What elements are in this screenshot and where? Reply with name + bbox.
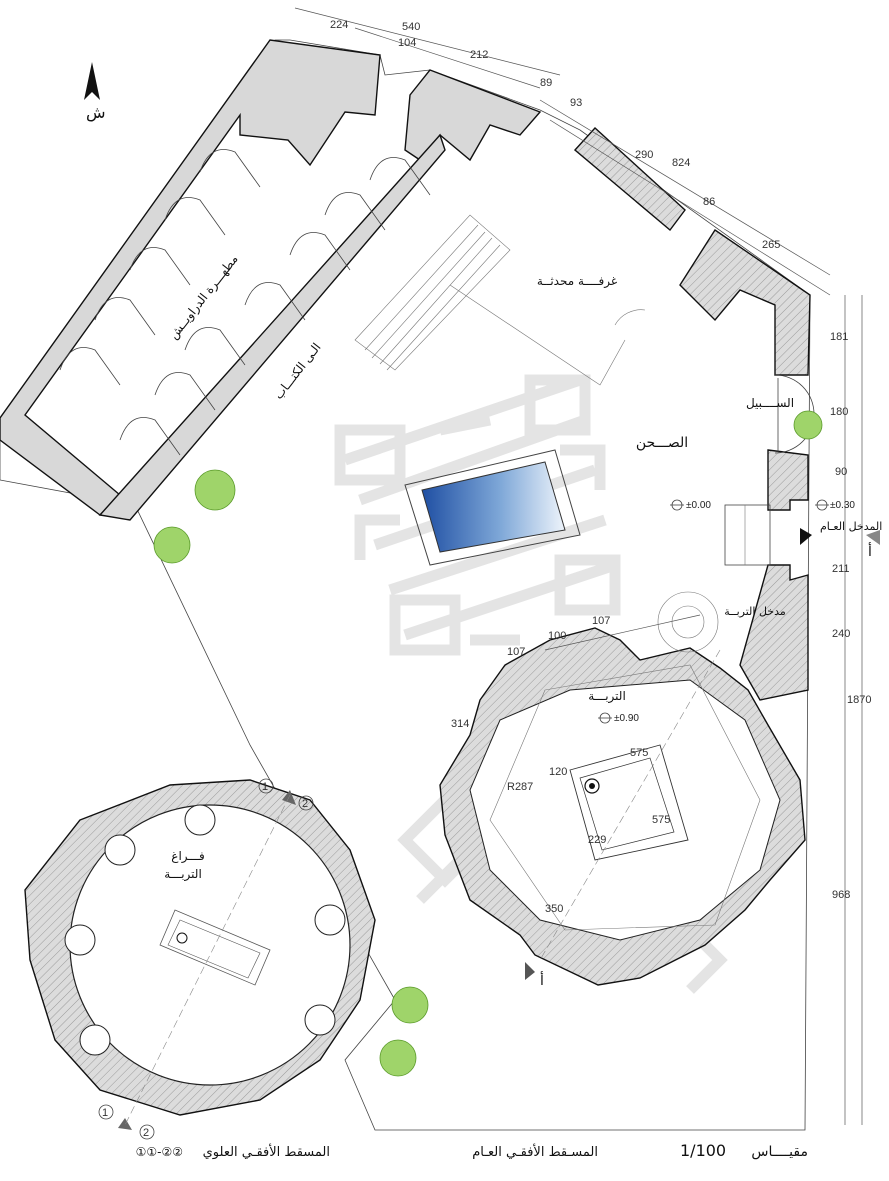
section-a-right: أ bbox=[868, 542, 872, 560]
dim-265: 265 bbox=[762, 239, 780, 251]
courtyard-pool bbox=[404, 449, 581, 566]
dim-tomb-314: 314 bbox=[451, 718, 469, 730]
section-mark-1-top: 1 bbox=[262, 781, 268, 793]
dimension-lines bbox=[294, 7, 863, 1125]
east-walls bbox=[573, 127, 815, 701]
dim-211: 211 bbox=[832, 563, 850, 575]
north-arrow-icon bbox=[84, 62, 100, 100]
section-mark-2-bottom: 2 bbox=[143, 1127, 149, 1139]
modern-room-outline bbox=[449, 284, 646, 386]
caption-general-plan: المسـقط الأفقـي العـام bbox=[472, 1143, 598, 1160]
caption-scale-label: مقيــــاس bbox=[751, 1144, 808, 1160]
dim-93: 93 bbox=[570, 97, 582, 109]
label-sabil: الســــبيل bbox=[746, 396, 794, 410]
dim-tomb-r287: R287 bbox=[507, 781, 533, 793]
dim-tomb-229: 229 bbox=[588, 834, 606, 846]
dim-90: 90 bbox=[835, 466, 847, 478]
entrance-area bbox=[724, 504, 812, 566]
captions: المسقط الأفقـي العلوي ①①-②② المسـقط الأف… bbox=[136, 1141, 808, 1160]
level-tomb: ±0.90 bbox=[614, 713, 639, 724]
dim-89: 89 bbox=[540, 77, 552, 89]
label-tomb-void-2: التربـــة bbox=[164, 867, 202, 882]
dimension-labels: 224 540 104 212 89 93 290 824 86 265 181… bbox=[330, 19, 871, 915]
section-mark-1-bottom: 1 bbox=[102, 1107, 108, 1119]
level-entrance: ±0.30 bbox=[830, 500, 855, 511]
label-tomb-void-1: فـــراغ bbox=[171, 849, 204, 864]
label-to-kuttab: الـى الكتـــاب bbox=[271, 340, 323, 401]
dim-180: 180 bbox=[830, 406, 848, 418]
dim-86: 86 bbox=[703, 196, 715, 208]
north-label: ش bbox=[86, 103, 106, 122]
dim-tomb-107b: 107 bbox=[507, 646, 525, 658]
label-tomb-entrance: مدخل التربــة bbox=[724, 605, 786, 618]
label-courtyard: الصـــحن bbox=[636, 435, 688, 451]
label-modern-room: غرفــــة محدثــة bbox=[537, 274, 617, 289]
north-arrow: ش bbox=[84, 62, 106, 122]
caption-scale-value: 1/100 bbox=[680, 1141, 726, 1160]
level-markers: ±0.00 ±0.30 ±0.90 bbox=[598, 499, 855, 724]
dim-181: 181 bbox=[830, 331, 848, 343]
courtyard-floor-pattern bbox=[334, 374, 728, 994]
section-mark-2-top: 2 bbox=[302, 798, 308, 810]
label-ablution: مطهـــرة الدراويــش bbox=[166, 252, 241, 342]
label-tomb: التربـــة bbox=[588, 689, 626, 704]
label-public-entrance: المدخل العـام bbox=[820, 520, 882, 533]
dim-824: 824 bbox=[672, 157, 690, 169]
dim-540: 540 bbox=[402, 21, 420, 33]
tomb-void-upper bbox=[24, 779, 376, 1116]
dim-tomb-350: 350 bbox=[545, 903, 563, 915]
dim-tomb-575a: 575 bbox=[630, 747, 648, 759]
tomb-octagon bbox=[439, 591, 806, 986]
dim-1870: 1870 bbox=[847, 694, 871, 706]
trees bbox=[153, 410, 823, 1077]
dim-tomb-100: 100 bbox=[548, 630, 566, 642]
ablution-wing bbox=[0, 39, 542, 521]
dim-tomb-107a: 107 bbox=[592, 615, 610, 627]
section-marks: أ أ 1 2 1 2 bbox=[98, 530, 880, 1140]
section-a-bottom: أ bbox=[540, 971, 544, 989]
dim-240: 240 bbox=[832, 628, 850, 640]
dim-290: 290 bbox=[635, 149, 653, 161]
caption-upper-plan-refs: ①①-②② bbox=[136, 1145, 183, 1159]
dim-tomb-120: 120 bbox=[549, 766, 567, 778]
dim-968: 968 bbox=[832, 889, 850, 901]
dim-212: 212 bbox=[470, 49, 488, 61]
dim-224: 224 bbox=[330, 19, 348, 31]
caption-upper-plan: المسقط الأفقـي العلوي bbox=[203, 1143, 330, 1160]
dim-104: 104 bbox=[398, 37, 416, 49]
dim-tomb-575b: 575 bbox=[652, 814, 670, 826]
level-floor: ±0.00 bbox=[686, 500, 711, 511]
